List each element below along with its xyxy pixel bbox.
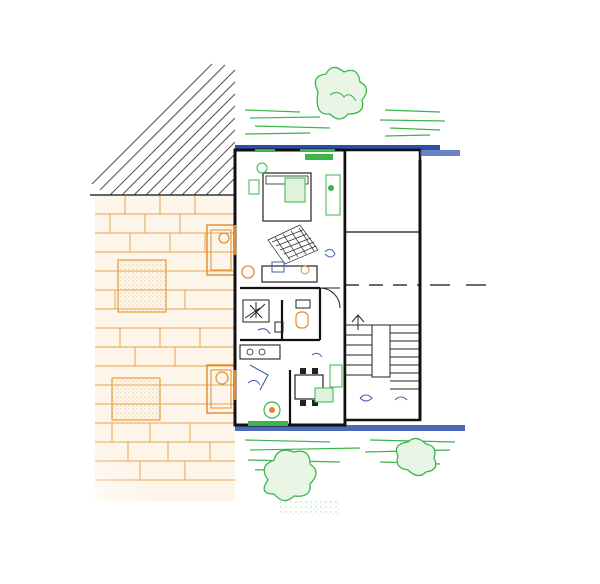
floor-plan-svg xyxy=(0,0,600,584)
floor-plan-drawing xyxy=(0,0,600,584)
